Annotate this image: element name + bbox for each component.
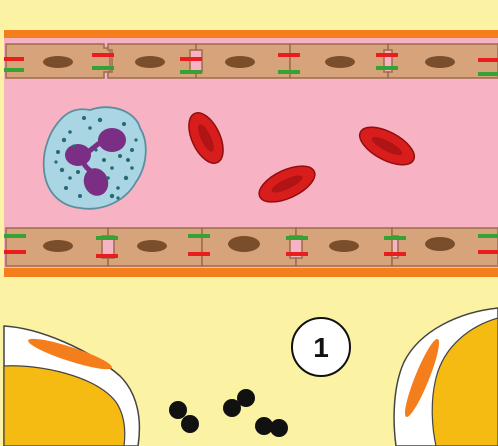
junction-green (286, 236, 308, 240)
junction-red (478, 58, 498, 62)
red-blood-cell (258, 165, 316, 203)
junction-red (278, 53, 300, 57)
junction-green (278, 70, 300, 74)
leukocyte-nucleus-bridge (86, 137, 106, 154)
red-blood-cell (188, 112, 224, 164)
red-blood-cell (358, 126, 416, 166)
leukocyte-nucleus-lobe (83, 168, 109, 196)
tissue-cell-left (3, 325, 141, 446)
junction-green (96, 236, 118, 240)
endothelial-nucleus (325, 56, 355, 68)
step-marker-circle (291, 317, 351, 377)
leukocyte-nucleus-bridge (81, 162, 95, 175)
leukocyte-nucleus-lobe (98, 128, 126, 152)
endothelial-layer-top (4, 43, 498, 79)
endothelial-nucleus (137, 240, 167, 252)
particle-cluster (169, 401, 199, 433)
step-marker-label: 1 (313, 332, 329, 363)
junction-green (188, 234, 210, 238)
leukocyte (42, 106, 147, 210)
junction-red (376, 53, 398, 57)
junction-green (376, 66, 398, 70)
endothelial-layer-bottom (4, 227, 498, 267)
leukocyte-nucleus-lobe (65, 144, 91, 166)
junction-red (4, 250, 26, 254)
tissue-cell-left-interior (3, 365, 126, 446)
particle-cluster (223, 389, 255, 417)
junction-red (96, 254, 118, 258)
junction-green (478, 72, 498, 76)
junction-red (188, 252, 210, 256)
endothelial-nucleus (135, 56, 165, 68)
junction-green (4, 234, 26, 238)
particles (169, 389, 288, 437)
endothelial-nucleus (43, 56, 73, 68)
endothelial-nucleus (425, 237, 455, 251)
tissue-cell-right (393, 307, 498, 446)
granules (54, 116, 138, 200)
endothelial-nucleus (425, 56, 455, 68)
junction-red (478, 250, 498, 254)
junction-green (384, 236, 406, 240)
endothelial-nucleus (43, 240, 73, 252)
endothelial-nucleus (225, 56, 255, 68)
junction-red (286, 252, 308, 256)
vessel-wall-bottom (4, 268, 498, 277)
junction-green (92, 66, 114, 70)
junction-green (478, 234, 498, 238)
tissue-cell-left-organelle (28, 338, 112, 370)
vessel-wall-top (4, 30, 498, 38)
junction-red (92, 53, 114, 57)
step-marker: 1 (291, 317, 351, 377)
endothelial-nucleus (228, 236, 260, 252)
junction-red (180, 57, 202, 61)
junction-red (384, 252, 406, 256)
junction-red (4, 57, 24, 61)
junction-green (180, 70, 202, 74)
tissue-cell-right-organelle (404, 338, 440, 418)
particle-cluster (255, 417, 288, 437)
tissue-cell-right-interior (431, 317, 498, 446)
endothelial-nucleus (329, 240, 359, 252)
junction-green (4, 68, 24, 72)
